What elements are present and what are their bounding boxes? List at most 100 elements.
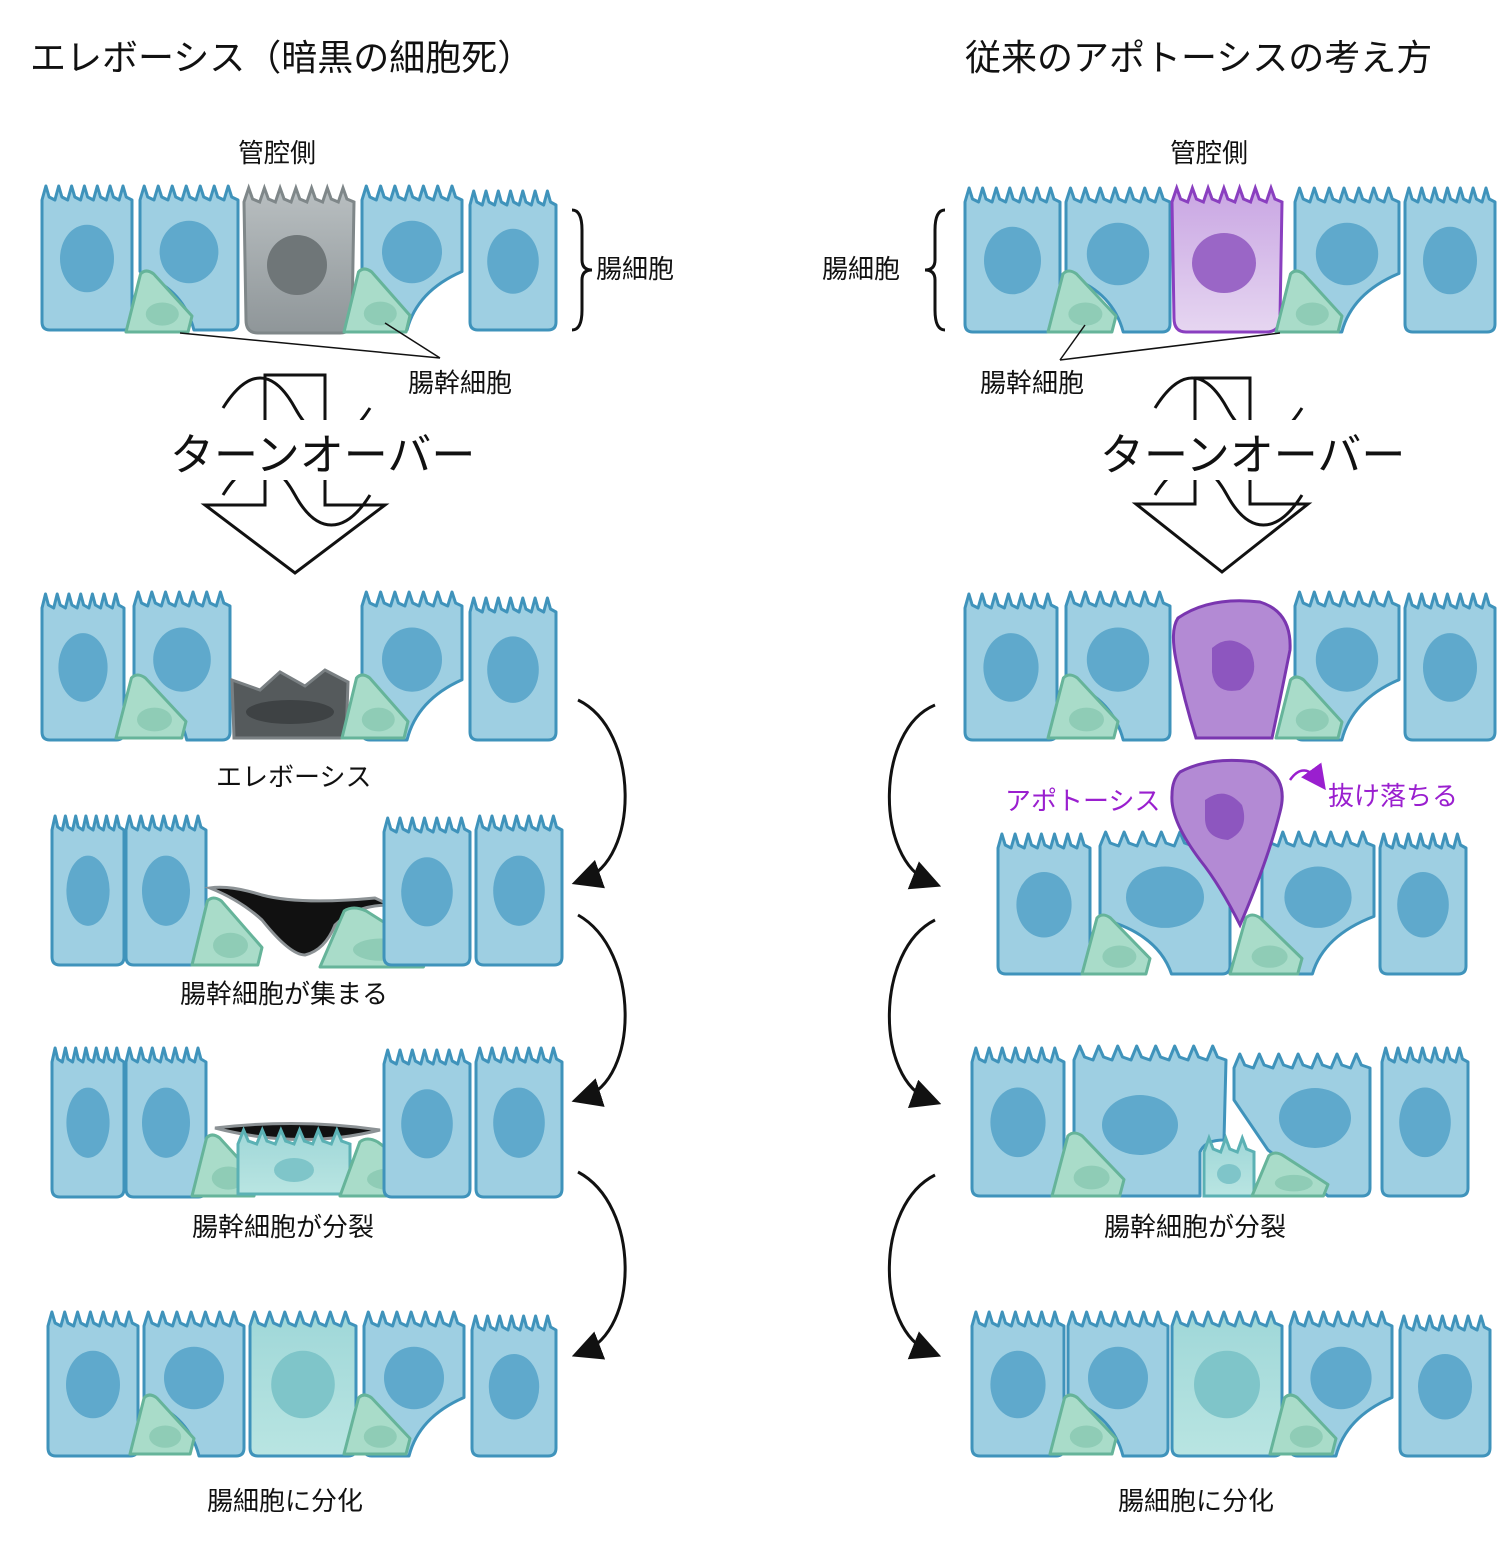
right-enterocyte-label: 腸細胞 (822, 255, 900, 285)
left-row-erebosis (40, 590, 558, 742)
enterocyte-nucleus (1284, 866, 1352, 928)
left-step-arrow-3 (571, 1170, 627, 1360)
new-enterocyte-nucleus (271, 1350, 335, 1419)
right-row-initial (963, 183, 1497, 334)
right-stem-label: 腸幹細胞 (980, 369, 1084, 399)
right-row-differentiate (970, 1310, 1492, 1458)
enterocyte-nucleus (60, 224, 114, 293)
erebotic-cell-nucleus (246, 700, 334, 724)
stem-cell-nucleus (361, 707, 395, 732)
stem-cell-nucleus (137, 707, 172, 732)
enterocyte-nucleus (1279, 1088, 1351, 1148)
enterocyte-nucleus (382, 627, 442, 692)
left-enterocyte-brace (571, 208, 593, 332)
shedding-apoptotic-nucleus (1205, 793, 1245, 840)
right-lumen-label: 管腔側 (1170, 139, 1248, 169)
enterocyte-nucleus (1397, 871, 1449, 938)
left-enterocyte-label: 腸細胞 (596, 255, 674, 285)
enterocyte-nucleus (1102, 1095, 1178, 1155)
left-step-4: 腸細胞に分化 (207, 1487, 363, 1517)
left-step-2: 腸幹細胞が集まる (180, 980, 388, 1010)
new-enterocyte-nucleus (1194, 1350, 1260, 1419)
right-stem-pointer-a (1059, 324, 1086, 361)
right-step-1: 腸幹細胞が分裂 (1104, 1213, 1286, 1243)
enterocyte-nucleus (1418, 1353, 1472, 1420)
enterocyte-nucleus (142, 1087, 190, 1158)
left-turnover-arrow: ターンオーバー (160, 373, 475, 575)
enterocyte-nucleus (1315, 222, 1379, 286)
enterocyte-nucleus (142, 855, 190, 926)
right-step-arrow-3 (887, 1173, 942, 1360)
enterocyte-nucleus (66, 1087, 110, 1158)
apoptotic-precursor-nucleus (1192, 233, 1256, 293)
enterocyte-nucleus (401, 1089, 453, 1159)
stem-cell-nucleus (363, 301, 397, 326)
stem-cell-nucleus (1295, 708, 1329, 732)
enterocyte-nucleus (990, 1087, 1046, 1158)
enterocyte-nucleus (1399, 1087, 1451, 1158)
enterocyte-nucleus (1086, 627, 1150, 692)
stem-cell-nucleus (1069, 1425, 1103, 1448)
apoptotic-cell-nucleus (1212, 640, 1255, 691)
enterocyte-nucleus (58, 633, 108, 702)
left-row-divide (50, 1046, 564, 1199)
enterocyte-nucleus (1310, 1346, 1372, 1410)
stem-cell-nucleus (1251, 945, 1288, 968)
enterocyte-nucleus (488, 1353, 540, 1420)
enterocyte-nucleus (1315, 627, 1379, 692)
right-row-shedding (996, 758, 1468, 976)
stem-cell-nucleus (149, 1425, 182, 1448)
left-step-3: 腸幹細胞が分裂 (192, 1213, 374, 1243)
enterocyte-nucleus (1423, 226, 1477, 295)
stem-cell-nucleus (145, 302, 179, 326)
left-title: エレボーシス（暗黒の細胞死） (30, 38, 533, 79)
enterocyte-nucleus (983, 633, 1039, 702)
enterocyte-nucleus (384, 1346, 444, 1410)
enterocyte-nucleus (1086, 222, 1150, 286)
right-enterocyte-brace (924, 208, 946, 332)
enterocyte-nucleus (66, 855, 110, 926)
enterocyte-nucleus (401, 857, 453, 927)
enterocyte-nucleus (487, 636, 539, 703)
enterocyte-nucleus (153, 627, 211, 692)
shedding-apoptotic-cell (1170, 758, 1284, 929)
left-row-differentiate (46, 1310, 558, 1458)
right-step-arrow-1 (887, 703, 942, 890)
new-daughter-nucleus (1217, 1164, 1241, 1184)
enterocyte-nucleus (1126, 866, 1204, 928)
left-step-1: エレボーシス (216, 763, 371, 793)
left-stem-pointer-a (179, 332, 441, 359)
left-turnover-label: ターンオーバー (170, 430, 475, 481)
erebosis-cell-nucleus (267, 235, 327, 295)
enterocyte-nucleus (493, 1087, 545, 1158)
left-step-arrow-2 (571, 913, 627, 1107)
enterocyte-nucleus (1423, 633, 1477, 702)
right-step-2: 腸細胞に分化 (1118, 1487, 1274, 1517)
left-step-arrow-1 (571, 698, 627, 889)
left-stem-pointer-b (384, 322, 441, 359)
left-stem-label: 腸幹細胞 (408, 369, 512, 399)
right-row-divide (970, 1044, 1470, 1198)
enterocyte-nucleus (1088, 1346, 1148, 1410)
right-apoptosis-label: アポトーシス (1005, 787, 1160, 817)
stem-cell-nucleus (1069, 707, 1104, 732)
enterocyte-nucleus (159, 220, 219, 284)
enterocyte-nucleus (990, 1350, 1046, 1419)
left-lumen-label: 管腔側 (238, 139, 316, 169)
right-stem-pointer-b (1059, 332, 1281, 361)
right-turnover-arrow: ターンオーバー (1090, 376, 1405, 574)
right-step-arrow-2 (887, 918, 942, 1108)
enterocyte-nucleus (984, 226, 1041, 295)
enterocyte-nucleus (487, 228, 539, 294)
enterocyte-nucleus (164, 1346, 224, 1410)
left-row-gather (50, 814, 564, 969)
stem-cell-nucleus (1073, 1165, 1110, 1190)
left-row-initial (40, 183, 558, 335)
enterocyte-nucleus (382, 220, 442, 284)
right-shed-label: 抜け落ちる (1328, 782, 1458, 812)
enterocyte-nucleus (493, 855, 545, 926)
stem-cell-nucleus (1289, 1425, 1323, 1448)
right-row-apoptosis (963, 590, 1497, 742)
new-daughter-nucleus (274, 1158, 314, 1182)
